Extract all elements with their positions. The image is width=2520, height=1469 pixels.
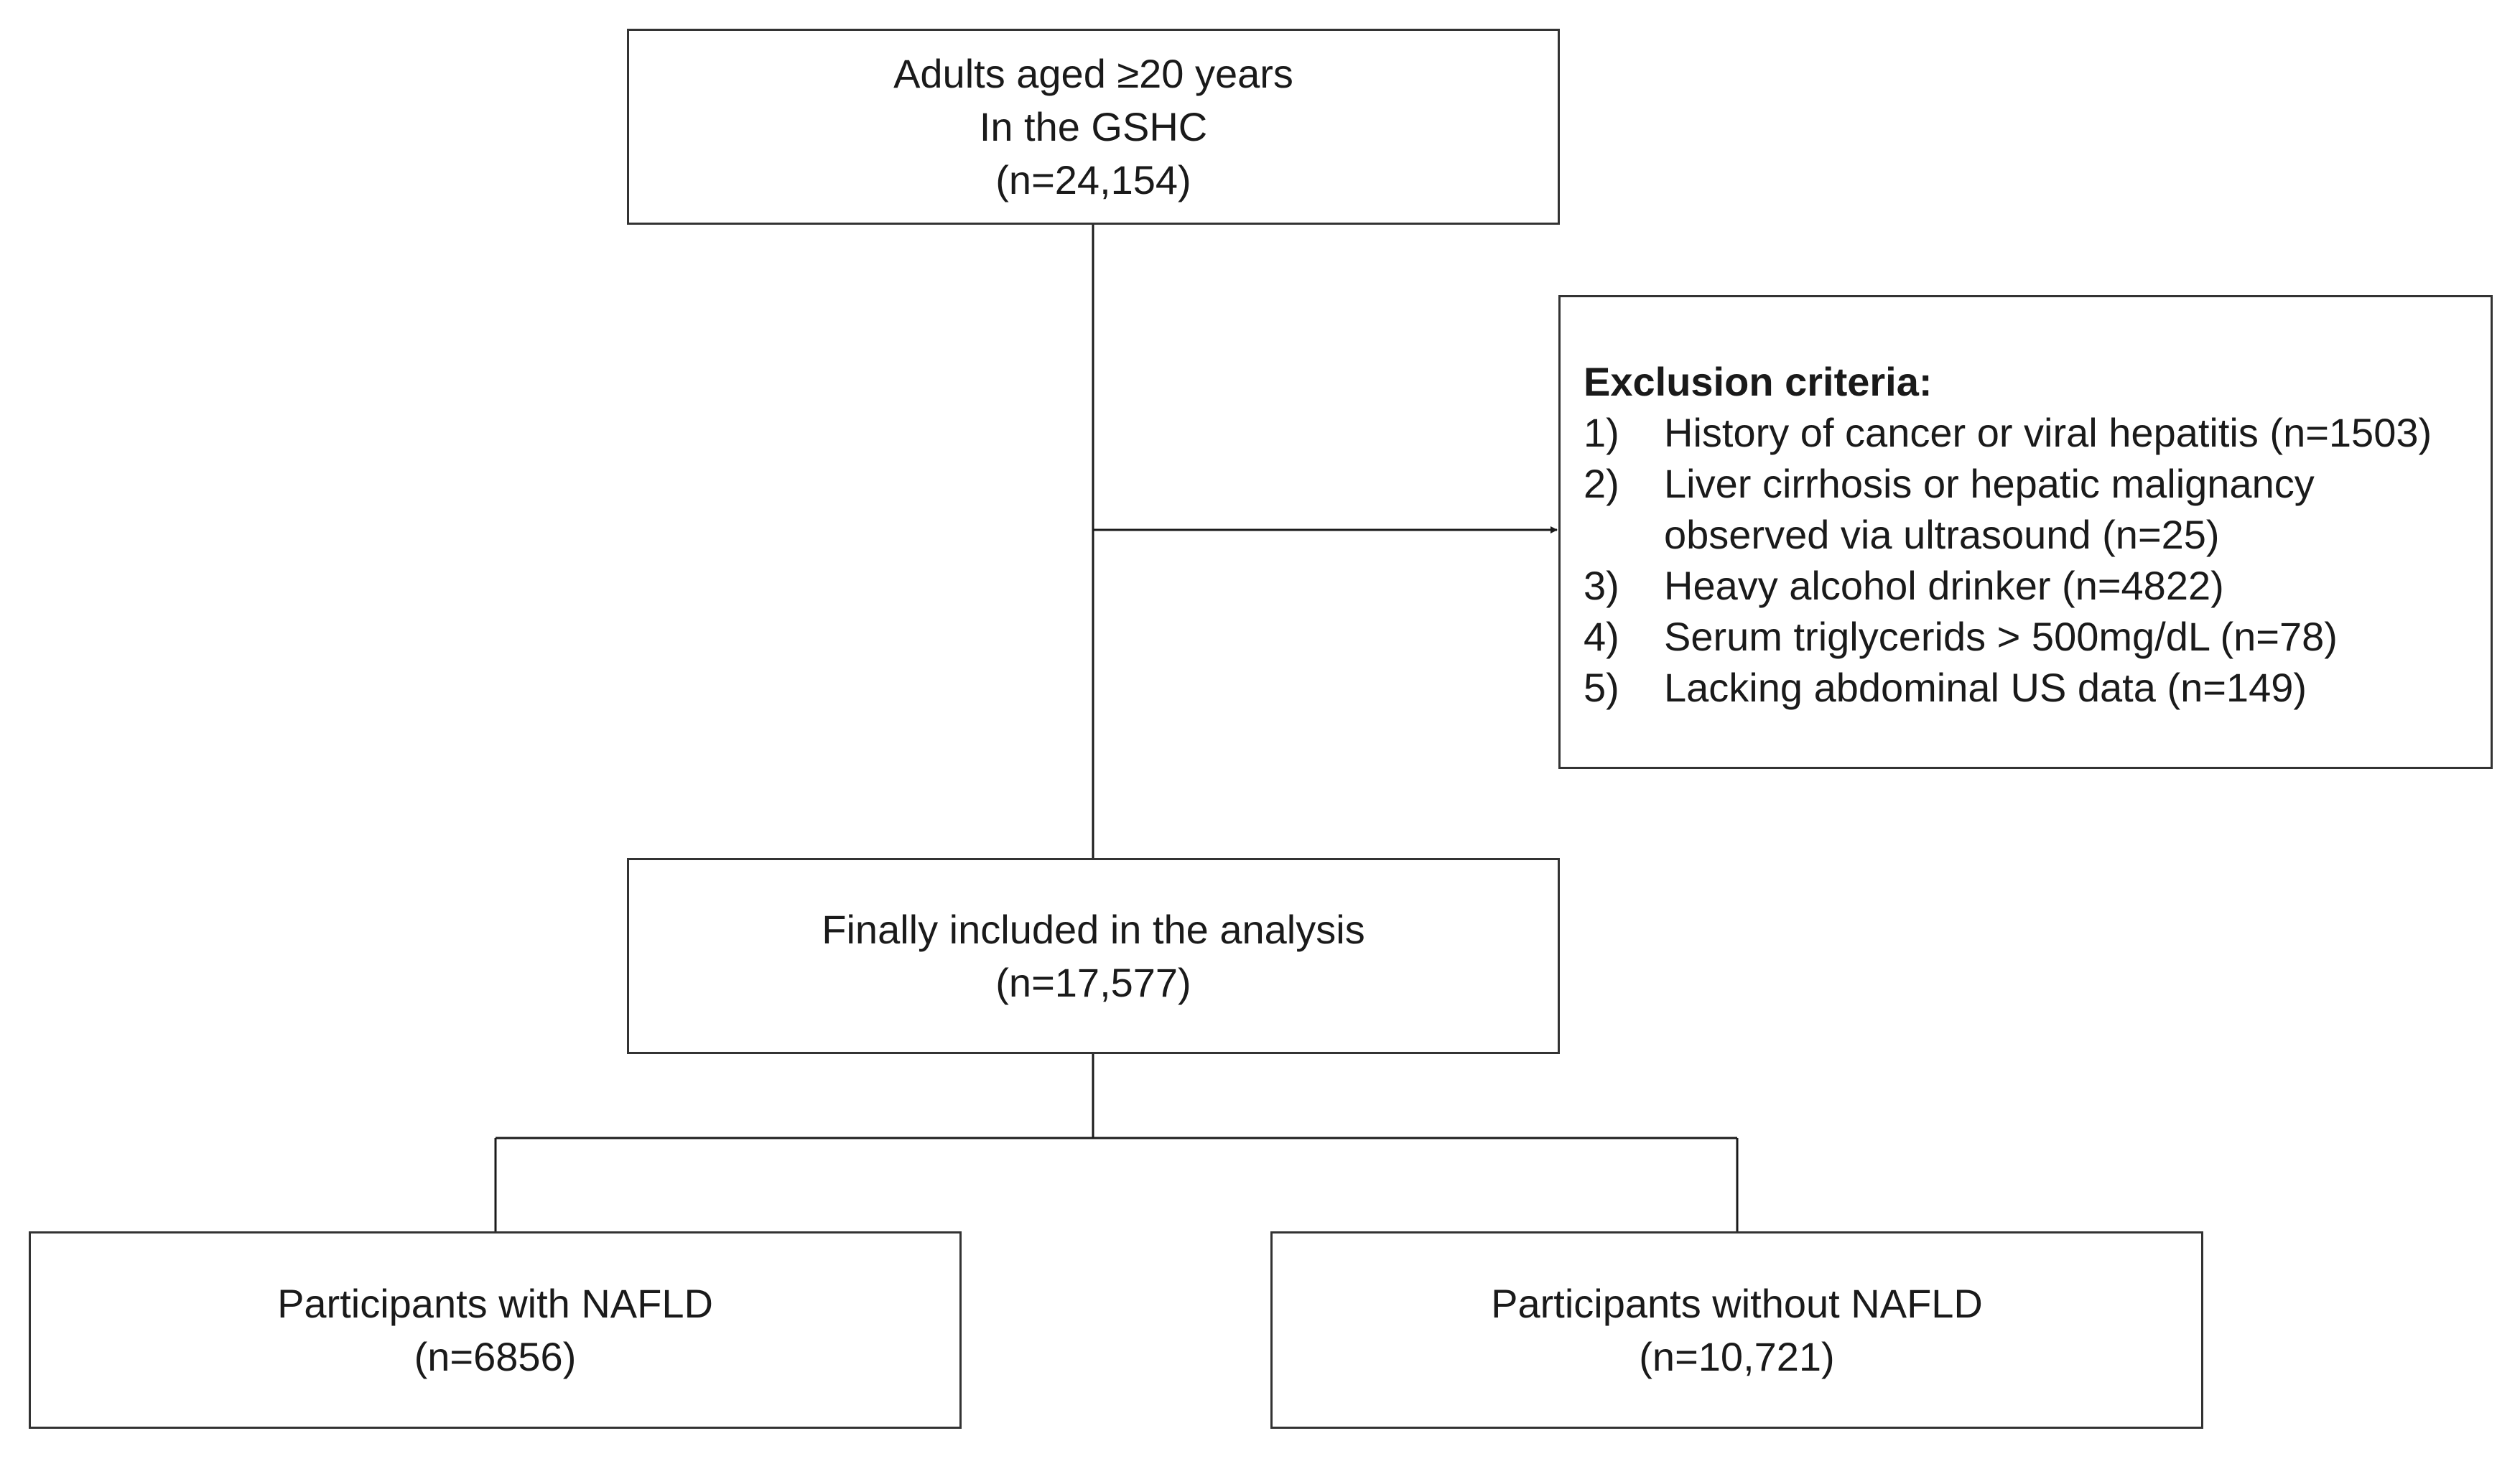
exclusion-heading: Exclusion criteria:	[1584, 359, 1933, 404]
start-line-3: (n=24,154)	[995, 157, 1191, 202]
exclusion-item: 5) Lacking abdominal US data (n=149)	[1584, 662, 2491, 713]
exclusion-item-text: Serum triglycerids > 500mg/dL (n=78)	[1664, 611, 2338, 662]
exclusion-item-line: Lacking abdominal US data (n=149)	[1664, 665, 2307, 710]
final-line-2: (n=17,577)	[995, 959, 1191, 1005]
final-included-box: Finally included in the analysis (n=17,5…	[627, 858, 1560, 1054]
cohort-start-box: Adults aged ≥20 years In the GSHC (n=24,…	[627, 29, 1560, 225]
nafld-group-box: Participants with NAFLD (n=6856)	[29, 1231, 962, 1429]
exclusion-item: 4) Serum triglycerids > 500mg/dL (n=78)	[1584, 611, 2491, 662]
exclusion-item-line: Heavy alcohol drinker (n=4822)	[1664, 563, 2224, 608]
no-nafld-line-1: Participants without NAFLD	[1491, 1280, 1983, 1326]
exclusion-criteria-box: Exclusion criteria: 1) History of cancer…	[1558, 295, 2493, 769]
exclusion-item: 3) Heavy alcohol drinker (n=4822)	[1584, 560, 2491, 611]
exclusion-item-number: 4)	[1584, 614, 1619, 659]
final-line-1: Finally included in the analysis	[822, 906, 1365, 952]
exclusion-item-number: 2)	[1584, 461, 1619, 506]
nafld-line-2: (n=6856)	[414, 1333, 577, 1379]
exclusion-item-line: Serum triglycerids > 500mg/dL (n=78)	[1664, 614, 2338, 659]
no-nafld-group-box: Participants without NAFLD (n=10,721)	[1270, 1231, 2203, 1429]
start-line-1: Adults aged ≥20 years	[893, 50, 1293, 96]
exclusion-item-line: observed via ultrasound (n=25)	[1664, 512, 2220, 557]
exclusion-item-text: Liver cirrhosis or hepatic malignancy ob…	[1664, 458, 2315, 560]
exclusion-item-text: History of cancer or viral hepatitis (n=…	[1664, 407, 2432, 458]
exclusion-item: 2) Liver cirrhosis or hepatic malignancy…	[1584, 458, 2491, 560]
exclusion-item-number: 5)	[1584, 665, 1619, 710]
start-line-2: In the GSHC	[979, 103, 1208, 149]
nafld-line-1: Participants with NAFLD	[277, 1280, 713, 1326]
exclusion-item-text: Heavy alcohol drinker (n=4822)	[1664, 560, 2224, 611]
exclusion-item-number: 3)	[1584, 563, 1619, 608]
exclusion-item-text: Lacking abdominal US data (n=149)	[1664, 662, 2307, 713]
exclusion-item-number: 1)	[1584, 410, 1619, 455]
exclusion-item-line: History of cancer or viral hepatitis (n=…	[1664, 410, 2432, 455]
exclusion-item: 1) History of cancer or viral hepatitis …	[1584, 407, 2491, 458]
no-nafld-line-2: (n=10,721)	[1639, 1333, 1835, 1379]
exclusion-item-line: Liver cirrhosis or hepatic malignancy	[1664, 461, 2315, 506]
